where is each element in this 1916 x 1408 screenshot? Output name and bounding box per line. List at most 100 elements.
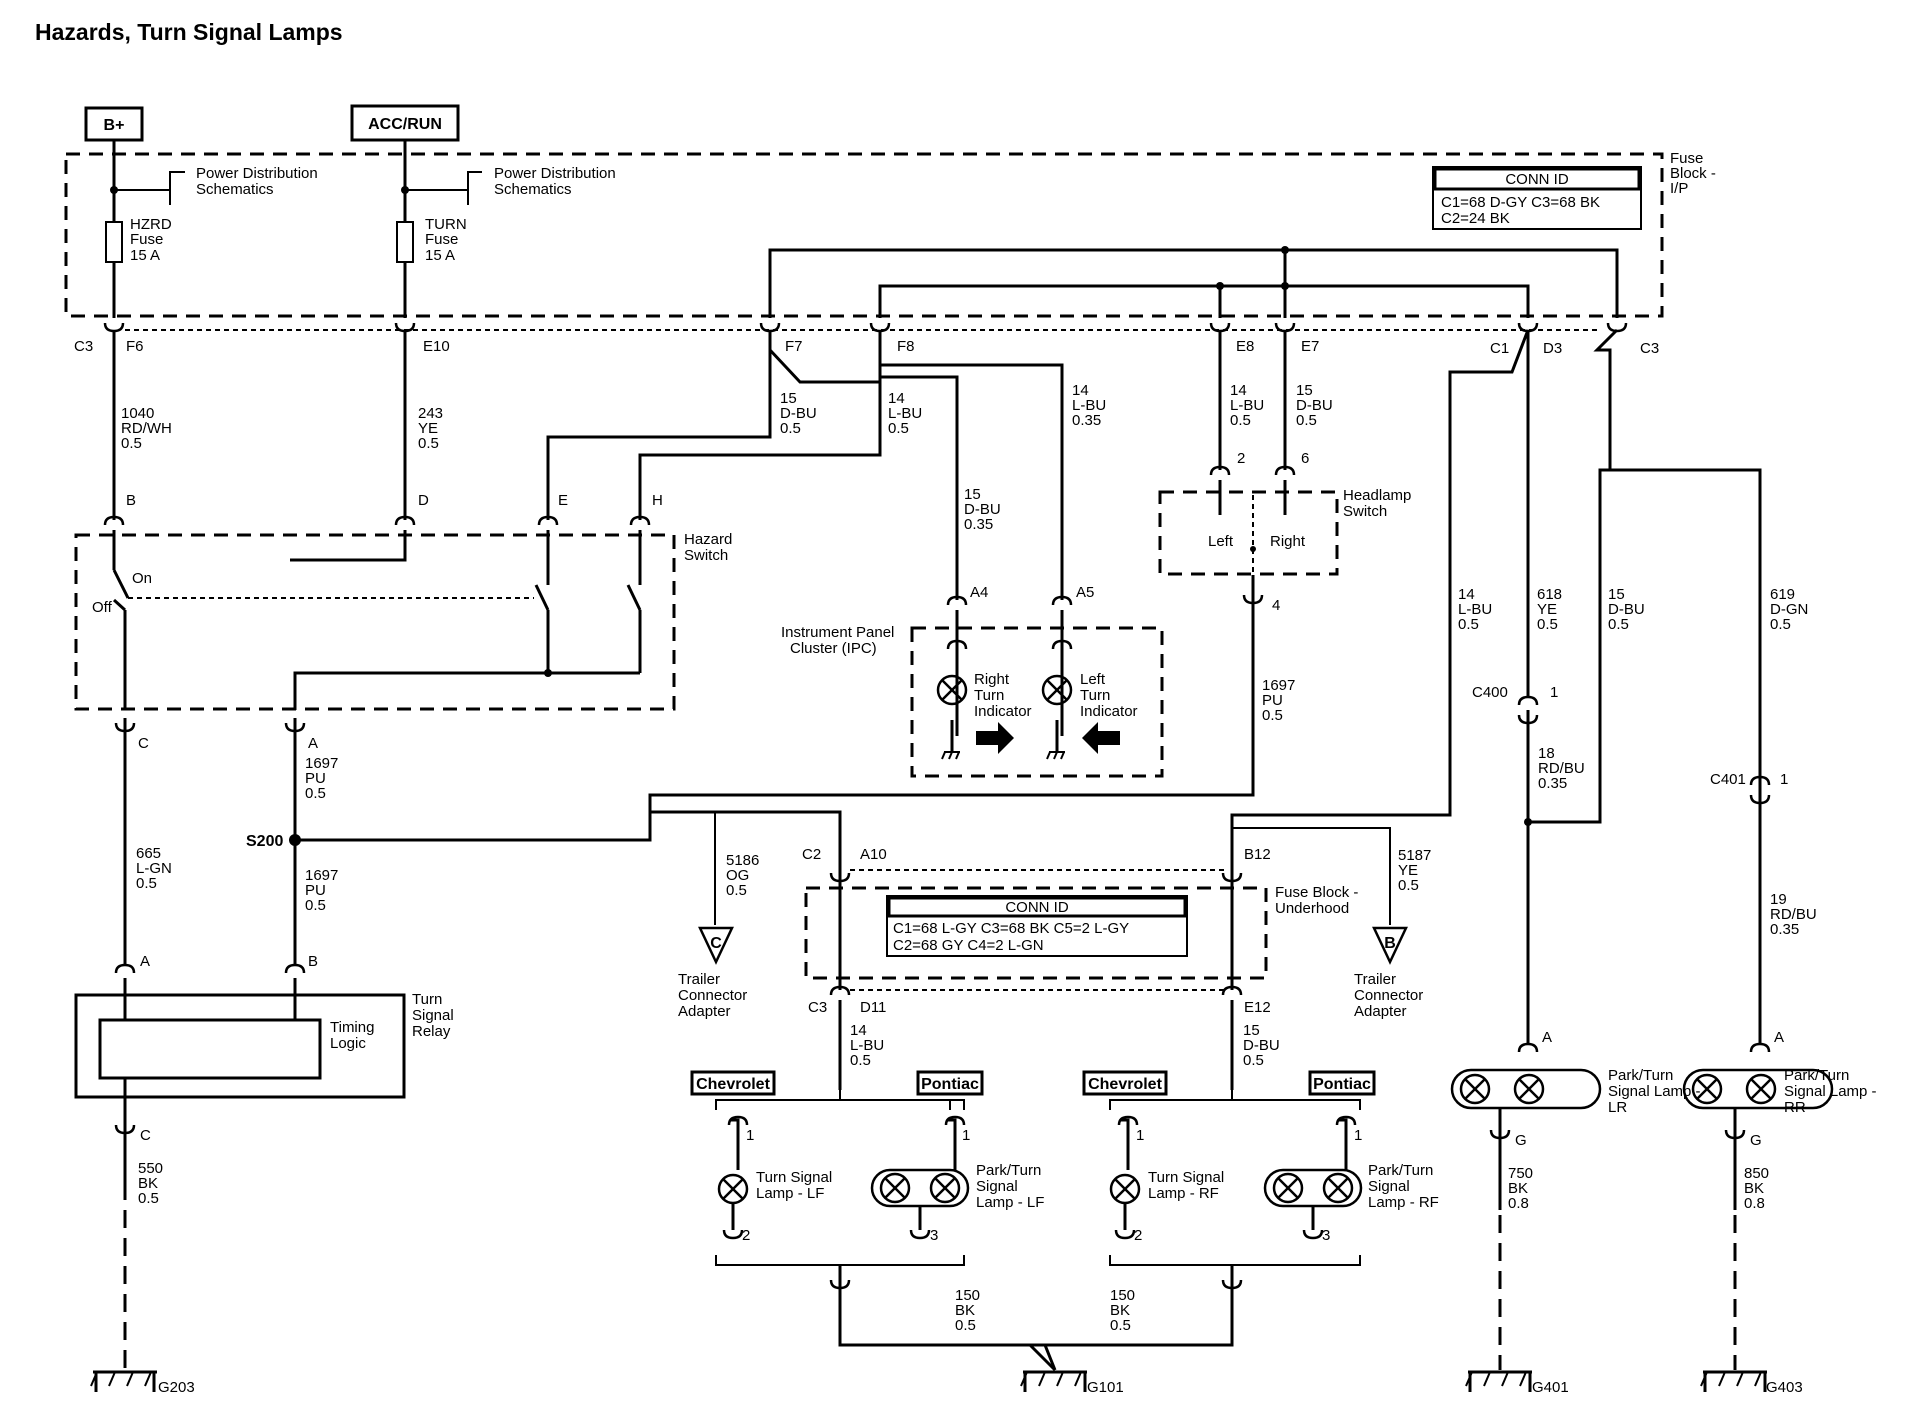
splice-s200-label: S200 [246, 833, 283, 850]
wire-5187-l2: YE [1398, 862, 1418, 879]
timing-logic-box [98, 1018, 322, 1080]
pin-d3: D3 [1543, 340, 1562, 357]
ground-g101 [1019, 1370, 1089, 1392]
pin-c3c: C3 [808, 999, 827, 1016]
fuse-block-uh-l1: Fuse Block - [1275, 884, 1358, 901]
wire-d11-l1: 14 [850, 1022, 867, 1039]
ground-g101-label: G101 [1087, 1379, 1124, 1396]
wire-f8-l2: L-BU [888, 405, 922, 422]
wire-1040-l2: RD/WH [121, 420, 172, 437]
wire-5187-l1: 5187 [1398, 847, 1431, 864]
conn-id-uh-l1: C1=68 L-GY C3=68 BK C5=2 L-GY [893, 920, 1129, 937]
ground-g203 [89, 1370, 159, 1392]
wire-550-l3: 0.5 [138, 1190, 159, 1207]
headlamp-switch-box [1158, 490, 1339, 576]
lamp-lf-turn-l1: Turn Signal [756, 1169, 832, 1186]
pin-b: B [126, 492, 136, 509]
wire-1697c-l1: 1697 [1262, 677, 1295, 694]
ground-g403-label: G403 [1766, 1379, 1803, 1396]
option-pont-right-label: Pontiac [1313, 1076, 1371, 1093]
hazard-switch-label-2: Switch [684, 547, 728, 564]
relay-pin-a: A [140, 953, 150, 970]
wire-e7-l2: D-BU [1296, 397, 1333, 414]
wire-c3-l1: 15 [1608, 586, 1625, 603]
relay-label-3: Relay [412, 1023, 451, 1040]
page-title: Hazards, Turn Signal Lamps [35, 19, 343, 45]
wire-d11-l2: L-BU [850, 1037, 884, 1054]
rf-turn-pin-1: 1 [1136, 1127, 1144, 1144]
pds-label-2a: Power Distribution [494, 165, 616, 182]
ground-g401 [1464, 1370, 1534, 1392]
wire-f7-l3: 0.5 [780, 420, 801, 437]
wire-1697b-l2: PU [305, 882, 326, 899]
lamp-rr-l1: Park/Turn [1784, 1067, 1849, 1084]
turn-signal-relay [74, 993, 406, 1099]
fuse-block-ip-label-1: Fuse [1670, 150, 1703, 167]
hazard-switch-box [74, 533, 676, 711]
timing-logic-l1: Timing [330, 1019, 374, 1036]
option-chev-right-label: Chevrolet [1088, 1076, 1162, 1093]
wire-dbu35-l2: D-BU [964, 501, 1001, 518]
hzrd-fuse-l1: HZRD [130, 216, 172, 233]
right-ind-l3: Indicator [974, 703, 1032, 720]
lamp-lf-park-l3: Lamp - LF [976, 1194, 1044, 1211]
wire-19-l1: 19 [1770, 891, 1787, 908]
ipc-label-2: Cluster (IPC) [790, 640, 877, 657]
wire-18-l1: 18 [1538, 745, 1555, 762]
turn-fuse-l3: 15 A [425, 247, 455, 264]
lamp-lr-l1: Park/Turn [1608, 1067, 1673, 1084]
wire-c1-l2: L-BU [1458, 601, 1492, 618]
pin-f6: F6 [126, 338, 144, 355]
wire-lbu35-l3: 0.35 [1072, 412, 1101, 429]
pin-f7: F7 [785, 338, 803, 355]
conn-id-uh-box [886, 895, 1188, 957]
fuse-block-ip-box [64, 152, 1664, 318]
conn-id-ip-line1: C1=68 D-GY C3=68 BK [1441, 194, 1600, 211]
conn-id-uh-title: CONN ID [1005, 899, 1069, 916]
timing-logic-l2: Logic [330, 1035, 366, 1052]
wire-150b-l1: 150 [1110, 1287, 1135, 1304]
lamp-lf-turn-l2: Lamp - LF [756, 1185, 824, 1202]
switch-on-label: On [132, 570, 152, 587]
hzrd-fuse [105, 221, 123, 263]
accrun-label: ACC/RUN [368, 116, 442, 133]
lamp-rf-turn-l2: Lamp - RF [1148, 1185, 1219, 1202]
left-ind-l3: Indicator [1080, 703, 1138, 720]
wire-619-l3: 0.5 [1770, 616, 1791, 633]
pin-e: E [558, 492, 568, 509]
conn-c400-pin: 1 [1550, 684, 1558, 701]
lamp-rf-park-l1: Park/Turn [1368, 1162, 1433, 1179]
wire-e8-l1: 14 [1230, 382, 1247, 399]
wire-e7-l3: 0.5 [1296, 412, 1317, 429]
lamp-rf-turn-l1: Turn Signal [1148, 1169, 1224, 1186]
trailer-c-l1: Trailer [678, 971, 720, 988]
wire-550-l2: BK [138, 1175, 158, 1192]
lf-park-pin-1: 1 [962, 1127, 970, 1144]
option-pont-right [1308, 1070, 1376, 1096]
trailer-c-l3: Adapter [678, 1003, 731, 1020]
wire-619-l1: 619 [1770, 586, 1795, 603]
wire-665-l3: 0.5 [136, 875, 157, 892]
trailer-adapter-c-letter: C [710, 935, 722, 952]
wire-dbu35-l1: 15 [964, 486, 981, 503]
conn-id-uh-l2: C2=68 GY C4=2 L-GN [893, 937, 1044, 954]
fuse-block-ip-label-2: Block - [1670, 165, 1716, 182]
wire-1697a-l2: PU [305, 770, 326, 787]
wire-150b-l2: BK [1110, 1302, 1130, 1319]
pin-f8: F8 [897, 338, 915, 355]
wire-750-l1: 750 [1508, 1165, 1533, 1182]
wire-150a-l2: BK [955, 1302, 975, 1319]
wire-lbu35-l2: L-BU [1072, 397, 1106, 414]
wire-e12-l1: 15 [1243, 1022, 1260, 1039]
wire-1697a-l1: 1697 [305, 755, 338, 772]
lf-turn-pin-2: 2 [742, 1227, 750, 1244]
pin-h: H [652, 492, 663, 509]
lf-turn-pin-1: 1 [746, 1127, 754, 1144]
wire-c3-l3: 0.5 [1608, 616, 1629, 633]
pin-a: A [308, 735, 318, 752]
trailer-adapter-b [1372, 926, 1408, 965]
pin-c3: C3 [74, 338, 93, 355]
wire-5186-l2: OG [726, 867, 749, 884]
wire-lbu35-l1: 14 [1072, 382, 1089, 399]
wire-1697b-l3: 0.5 [305, 897, 326, 914]
